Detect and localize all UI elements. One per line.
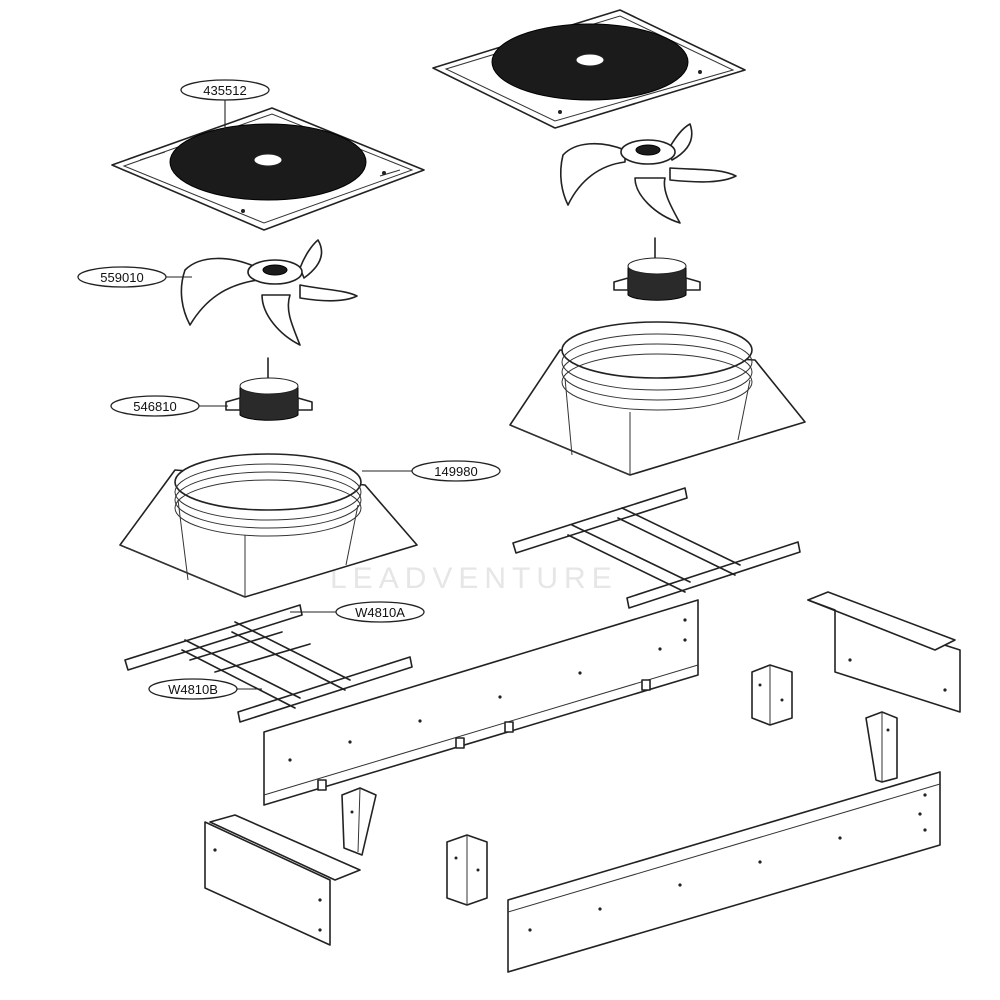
callout-fan-grille-label: 435512 xyxy=(203,83,246,98)
right-fan-motor xyxy=(613,237,701,301)
base-end-channel-left xyxy=(204,814,361,946)
watermark-text: LEADVENTURE xyxy=(330,562,618,595)
right-fan-blade xyxy=(560,123,737,224)
left-fan-grille-plate xyxy=(111,107,425,231)
callout-motor-bracket-a-label: W4810A xyxy=(355,605,405,620)
left-fan-blade xyxy=(180,239,358,346)
left-fan-motor xyxy=(225,357,313,421)
corner-post-2 xyxy=(865,711,898,783)
callout-motor-bracket-b-label: W4810B xyxy=(168,682,218,697)
right-fan-grille-plate xyxy=(432,9,746,129)
callout-fan-grille: 435512 xyxy=(180,79,270,130)
corner-post-1 xyxy=(751,664,793,726)
left-motor-bracket xyxy=(124,604,413,723)
base-end-channel-right xyxy=(807,591,961,713)
base-long-panel-lower xyxy=(507,771,941,973)
callout-motor-bracket-a: W4810A xyxy=(290,601,425,623)
corner-post-4 xyxy=(446,834,488,906)
callout-fan-blade: 559010 xyxy=(77,266,192,288)
callout-fan-blade-label: 559010 xyxy=(100,270,143,285)
right-motor-bracket xyxy=(512,487,801,609)
callout-fan-shroud: 149980 xyxy=(362,460,501,482)
callout-fan-motor: 546810 xyxy=(110,395,228,417)
callout-fan-shroud-label: 149980 xyxy=(434,464,477,479)
base-long-panel-upper xyxy=(263,599,699,806)
right-fan-shroud xyxy=(509,321,806,476)
callout-motor-bracket-b: W4810B xyxy=(148,678,262,700)
corner-post-3 xyxy=(341,787,377,856)
callout-fan-motor-label: 546810 xyxy=(133,399,176,414)
left-fan-shroud xyxy=(119,453,418,598)
